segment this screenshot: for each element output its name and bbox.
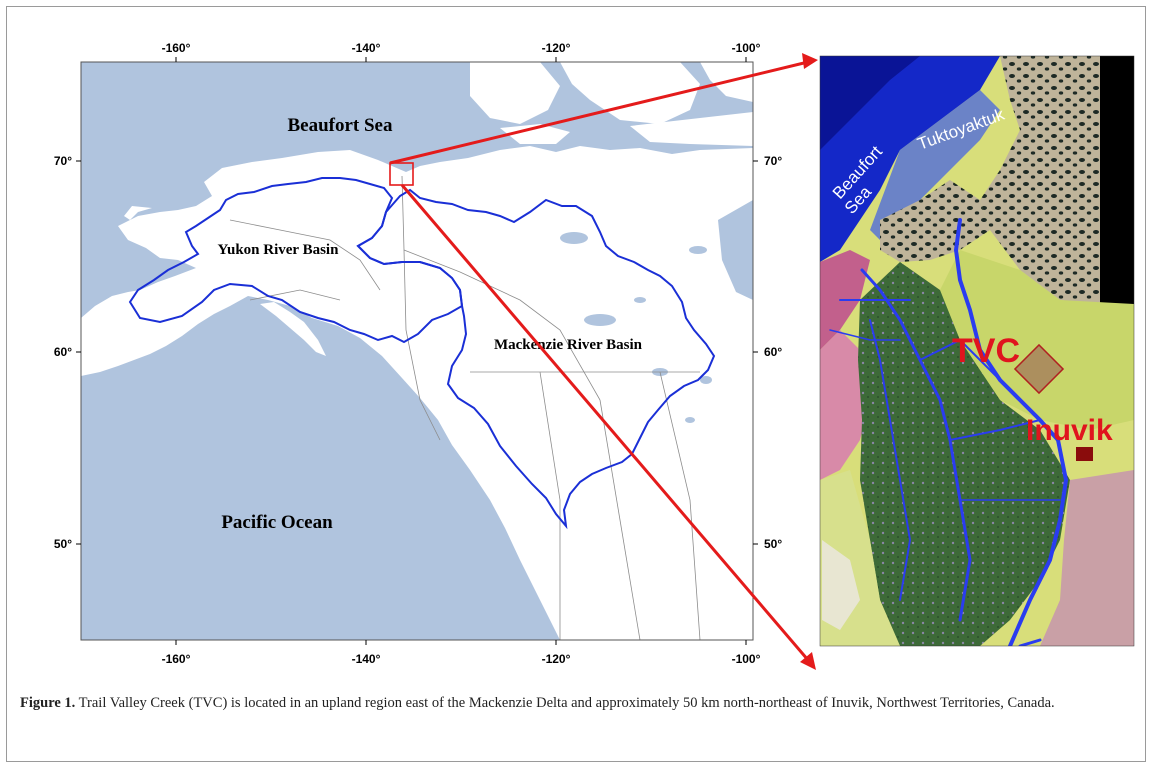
- figure-caption: Figure 1. Trail Valley Creek (TVC) is lo…: [20, 694, 1130, 712]
- sat-label-tvc: TVC: [952, 332, 1020, 370]
- label-mackenzie-basin: Mackenzie River Basin: [494, 337, 643, 353]
- lon-tick-bottom: -100°: [732, 652, 761, 666]
- lat-tick-right: 70°: [764, 154, 782, 168]
- sat-label-inuvik: Inuvik: [1026, 414, 1113, 447]
- lon-tick-top: -100°: [732, 41, 761, 55]
- highlight-box: [389, 162, 414, 186]
- lon-ticks-bottom: -160° -140° -120° -100°: [162, 640, 761, 666]
- label-pacific-ocean: Pacific Ocean: [221, 512, 333, 533]
- tvc-marker: [1013, 343, 1065, 395]
- lat-tick-left: 50°: [54, 537, 72, 551]
- inuvik-marker: [1076, 447, 1093, 461]
- lat-ticks-left: 70° 60° 50°: [54, 154, 81, 551]
- lon-ticks-top: -160° -140° -120° -100°: [162, 41, 761, 62]
- caption-text: Trail Valley Creek (TVC) is located in a…: [75, 695, 1055, 711]
- satellite-image: [820, 56, 1134, 646]
- zoom-connectors: [389, 53, 818, 670]
- basemap: [81, 62, 753, 640]
- lon-tick-bottom: -140°: [352, 652, 381, 666]
- lon-tick-bottom: -120°: [542, 652, 571, 666]
- great-bear-lake: [560, 232, 588, 244]
- lat-tick-right: 60°: [764, 345, 782, 359]
- great-slave-lake: [584, 314, 616, 326]
- mackenzie-basin-outline: [356, 188, 716, 530]
- figure-frame: [6, 6, 1146, 762]
- lat-tick-left: 70°: [54, 154, 72, 168]
- lon-tick-bottom: -160°: [162, 652, 191, 666]
- caption-label: Figure 1.: [20, 695, 76, 711]
- map-border: [80, 61, 754, 641]
- lat-ticks-right: 70° 60° 50°: [753, 154, 782, 551]
- rivers: [829, 218, 1069, 646]
- lon-tick-top: -160°: [162, 41, 191, 55]
- lon-tick-top: -140°: [352, 41, 381, 55]
- lat-tick-left: 60°: [54, 345, 72, 359]
- land-mass: [81, 146, 753, 640]
- lon-tick-top: -120°: [542, 41, 571, 55]
- admin-boundaries: [229, 175, 701, 640]
- label-beaufort-sea: Beaufort Sea: [287, 115, 393, 136]
- lat-tick-right: 50°: [764, 537, 782, 551]
- label-yukon-basin: Yukon River Basin: [218, 242, 340, 258]
